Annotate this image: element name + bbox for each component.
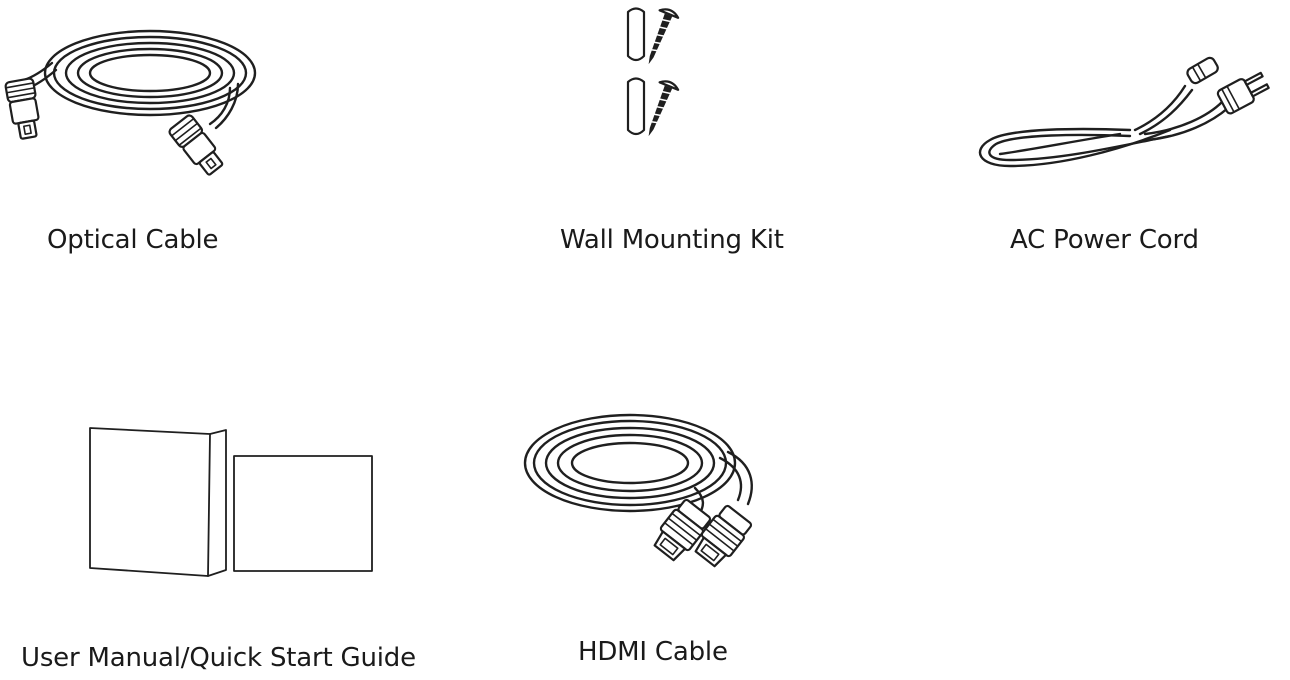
optical-cable-icon [4, 29, 257, 176]
hdmi-cable-icon [523, 413, 753, 568]
wall-mounting-kit-icon [626, 7, 680, 137]
hdmi-cable-label: HDMI Cable [578, 637, 728, 667]
wall-mounting-kit-label: Wall Mounting Kit [560, 225, 784, 255]
ac-power-cord-icon [978, 56, 1270, 168]
ac-power-cord-label: AC Power Cord [1010, 225, 1199, 255]
user-manual-label: User Manual/Quick Start Guide [21, 643, 416, 673]
user-manual-icon [89, 427, 373, 577]
optical-cable-label: Optical Cable [47, 225, 219, 255]
